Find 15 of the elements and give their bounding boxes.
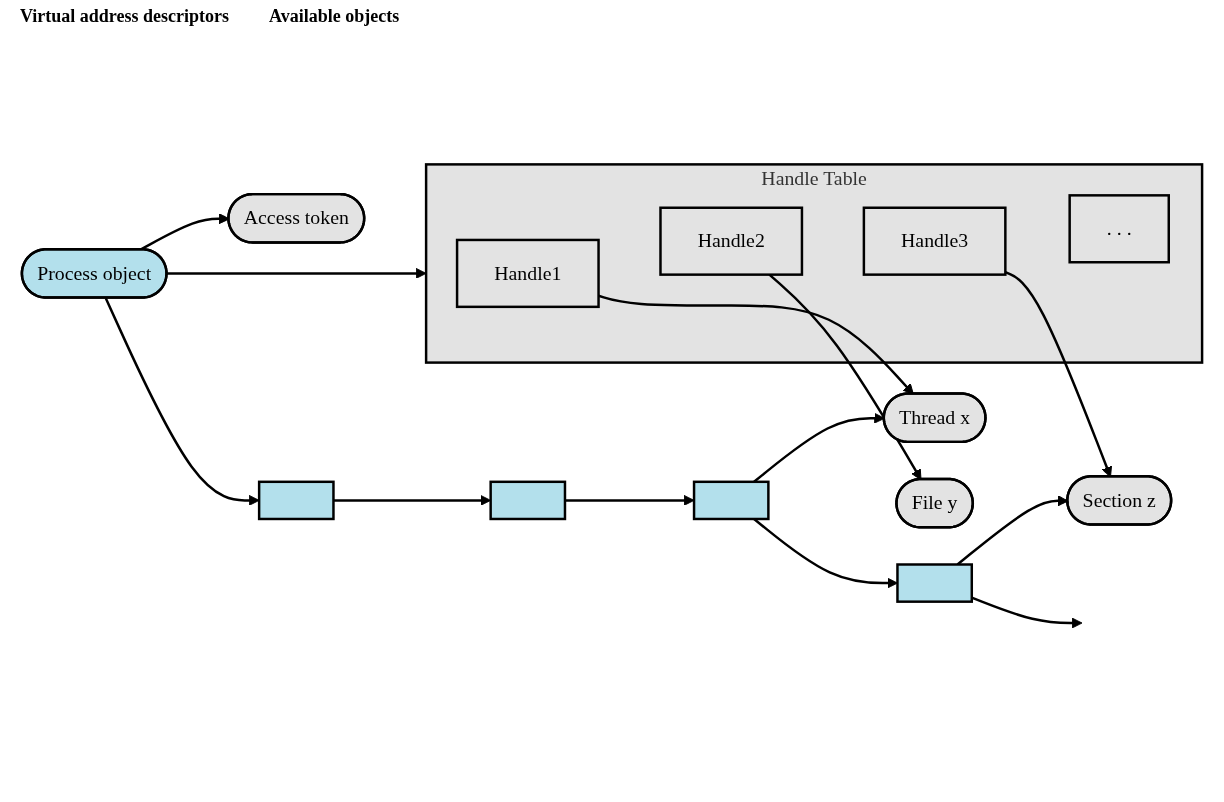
node-box: Handle2 [659,206,804,276]
node-box [692,480,770,521]
arrow [971,596,1083,629]
node-box: Handle1 [455,238,600,309]
arrow [104,297,260,506]
node-box [489,480,567,521]
node-box [257,480,335,521]
arrow [564,494,695,506]
node-box: Handle3 [862,206,1007,276]
node-box: . . . [1068,194,1170,264]
node-box [896,563,973,603]
diagram-label: Available objects [269,6,400,27]
diagram-label: Virtual address descriptors [20,6,229,27]
arrow [166,267,427,279]
arrow [753,518,898,589]
